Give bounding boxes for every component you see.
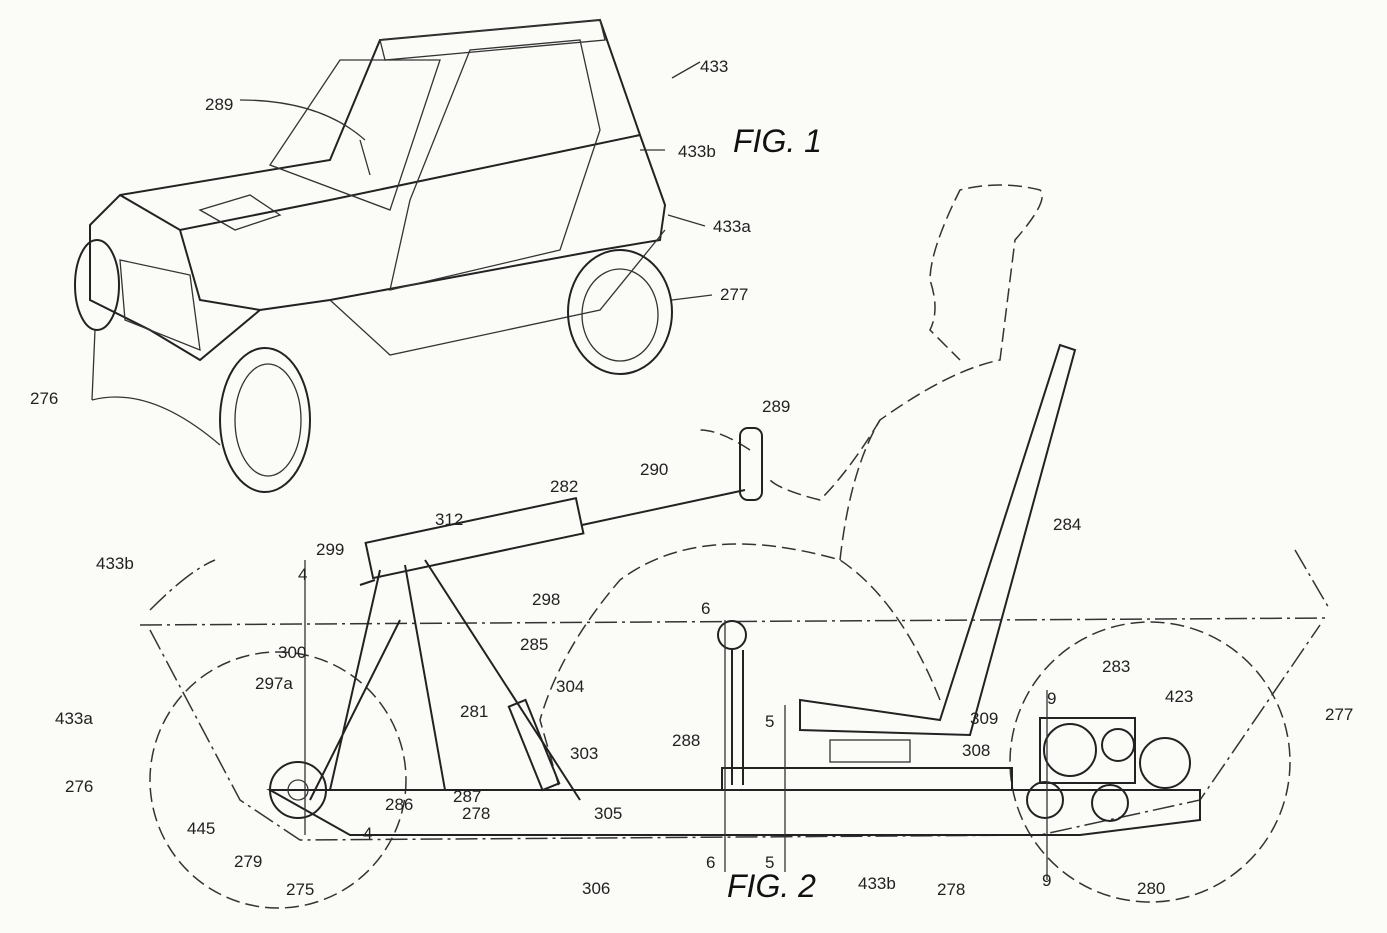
ref-label: 278: [462, 804, 490, 823]
ref-label: 284: [1053, 515, 1081, 534]
ref-label: 312: [435, 510, 463, 529]
ref-label: 433a: [55, 709, 93, 728]
ref-label: 285: [520, 635, 548, 654]
ref-label: 277: [720, 285, 748, 304]
ref-label: 309: [970, 709, 998, 728]
ref-label: 306: [582, 879, 610, 898]
ref-label: 4: [363, 824, 372, 843]
ref-label: 289: [205, 95, 233, 114]
ref-label: 445: [187, 819, 215, 838]
ref-label: 279: [234, 852, 262, 871]
ref-label: 5: [765, 853, 774, 872]
ref-label: 286: [385, 795, 413, 814]
ref-label: 289: [762, 397, 790, 416]
ref-label: 6: [706, 853, 715, 872]
fig1-title: FIG. 1: [733, 123, 822, 159]
ref-label: 281: [460, 702, 488, 721]
ref-label: 300: [278, 643, 306, 662]
ref-label: 275: [286, 880, 314, 899]
ref-label: 298: [532, 590, 560, 609]
ref-label: 303: [570, 744, 598, 763]
ref-label: 433b: [96, 554, 134, 573]
ref-label: 276: [30, 389, 58, 408]
fig2-reference-labels: 289 290 282 312 284 299 433b 4 298 6 300…: [55, 397, 1353, 899]
ref-label: 308: [962, 741, 990, 760]
ref-label: 297a: [255, 674, 293, 693]
ref-label: 290: [640, 460, 668, 479]
ref-label: 433b: [858, 874, 896, 893]
ref-label: 280: [1137, 879, 1165, 898]
ref-label: 433: [700, 57, 728, 76]
fig2-title: FIG. 2: [727, 868, 816, 904]
ref-label: 283: [1102, 657, 1130, 676]
fig2-chassis: [139, 184, 1331, 909]
ref-label: 6: [701, 599, 710, 618]
ref-label: 288: [672, 731, 700, 750]
ref-label: 423: [1165, 687, 1193, 706]
ref-label: 282: [550, 477, 578, 496]
fig1-reference-labels: 433 289 433b 433a 277 276: [30, 57, 751, 408]
ref-label: 278: [937, 880, 965, 899]
ref-label: 433a: [713, 217, 751, 236]
ref-label: 287: [453, 787, 481, 806]
ref-label: 9: [1047, 689, 1056, 708]
ref-label: 433b: [678, 142, 716, 161]
ref-label: 304: [556, 677, 584, 696]
ref-label: 5: [765, 712, 774, 731]
ref-label: 9: [1042, 871, 1051, 890]
ref-label: 305: [594, 804, 622, 823]
ref-label: 4: [298, 565, 307, 584]
fig1-vehicle: [74, 18, 713, 493]
ref-label: 276: [65, 777, 93, 796]
ref-label: 277: [1325, 705, 1353, 724]
ref-label: 299: [316, 540, 344, 559]
